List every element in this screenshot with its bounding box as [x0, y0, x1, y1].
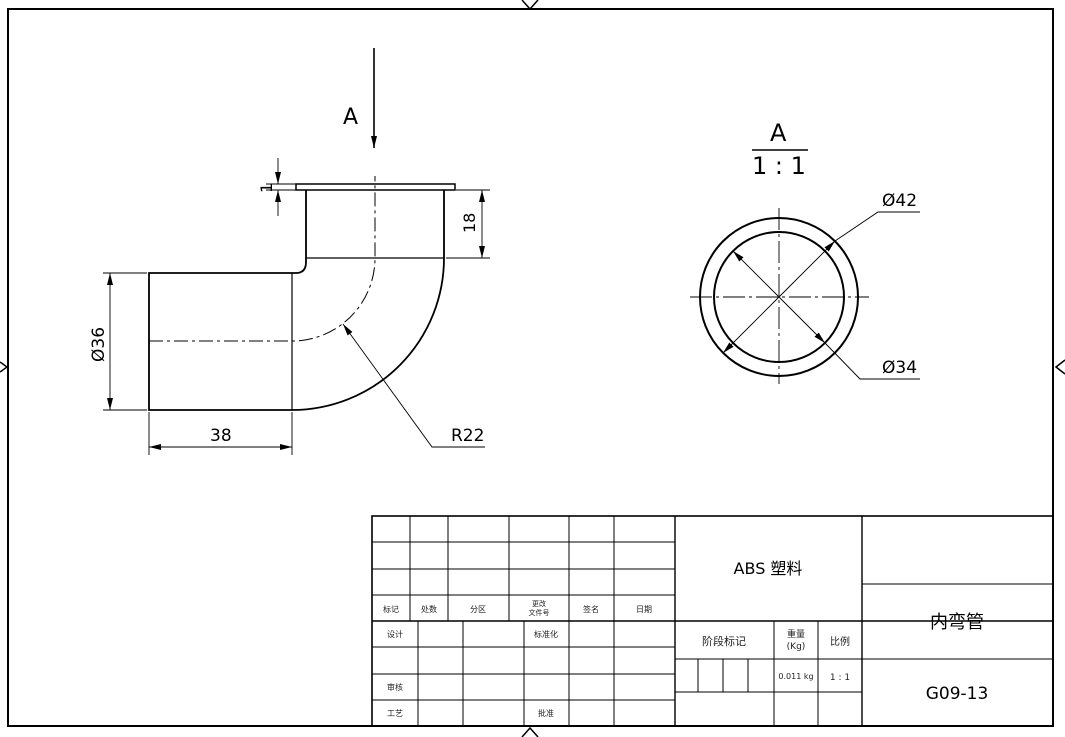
- label-approve: 批准: [538, 708, 554, 718]
- dim-straight-length: [148, 412, 293, 455]
- weight-value: 0.011 kg: [778, 672, 813, 681]
- pipe-diameter-label: Ø36: [89, 327, 109, 362]
- view-arrow-label: A: [343, 105, 358, 130]
- elbow-outline: [148, 190, 445, 411]
- section-label: A: [770, 119, 787, 147]
- elbow-centerline: [149, 176, 376, 342]
- label-design: 设计: [387, 629, 403, 639]
- section-view-a: A 1 : 1 Ø42 Ø34: [690, 119, 920, 384]
- hdr-count: 处数: [421, 604, 437, 614]
- hdr-zone: 分区: [470, 605, 486, 614]
- dim-bend-radius: [342, 323, 485, 448]
- dim-flange-thickness: [266, 158, 296, 216]
- title-block: 标记 处数 分区 更改 文件号 签名 日期 设计 标准化 审核 工艺 批准 AB…: [371, 515, 1054, 727]
- hdr-sign: 签名: [583, 604, 599, 614]
- elbow-view: [148, 176, 456, 411]
- hdr-doc-no: 文件号: [529, 608, 550, 617]
- dim-inner-diameter: [732, 250, 920, 380]
- part-name: 内弯管: [930, 612, 984, 633]
- straight-length-label: 38: [210, 426, 232, 446]
- scale-label: 比例: [830, 635, 850, 648]
- outer-diameter-label: Ø42: [882, 191, 917, 211]
- hdr-change: 更改: [532, 599, 546, 608]
- flange-thickness-label: 1: [257, 183, 276, 193]
- weight-label: 重量: [787, 628, 805, 640]
- bend-radius-label: R22: [451, 426, 484, 446]
- label-standardize: 标准化: [534, 629, 558, 639]
- material: ABS 塑料: [734, 559, 803, 578]
- label-process: 工艺: [387, 709, 403, 718]
- flange-height-label: 18: [460, 213, 479, 233]
- dim-flange-height: [446, 189, 490, 259]
- flange: [295, 183, 456, 191]
- view-a-arrow: A: [343, 48, 377, 148]
- drawing-number: G09-13: [926, 684, 989, 704]
- stage-mark-label: 阶段标记: [702, 634, 746, 648]
- weight-unit: (Kg): [787, 642, 806, 652]
- hdr-mark: 标记: [383, 604, 399, 614]
- hdr-date: 日期: [636, 605, 652, 614]
- scale-value: 1 : 1: [830, 673, 850, 683]
- inner-diameter-label: Ø34: [882, 358, 917, 378]
- label-review: 审核: [387, 682, 403, 692]
- section-scale-label: 1 : 1: [752, 152, 806, 180]
- dim-outer-diameter: [722, 211, 920, 354]
- dim-pipe-diameter: [103, 272, 147, 411]
